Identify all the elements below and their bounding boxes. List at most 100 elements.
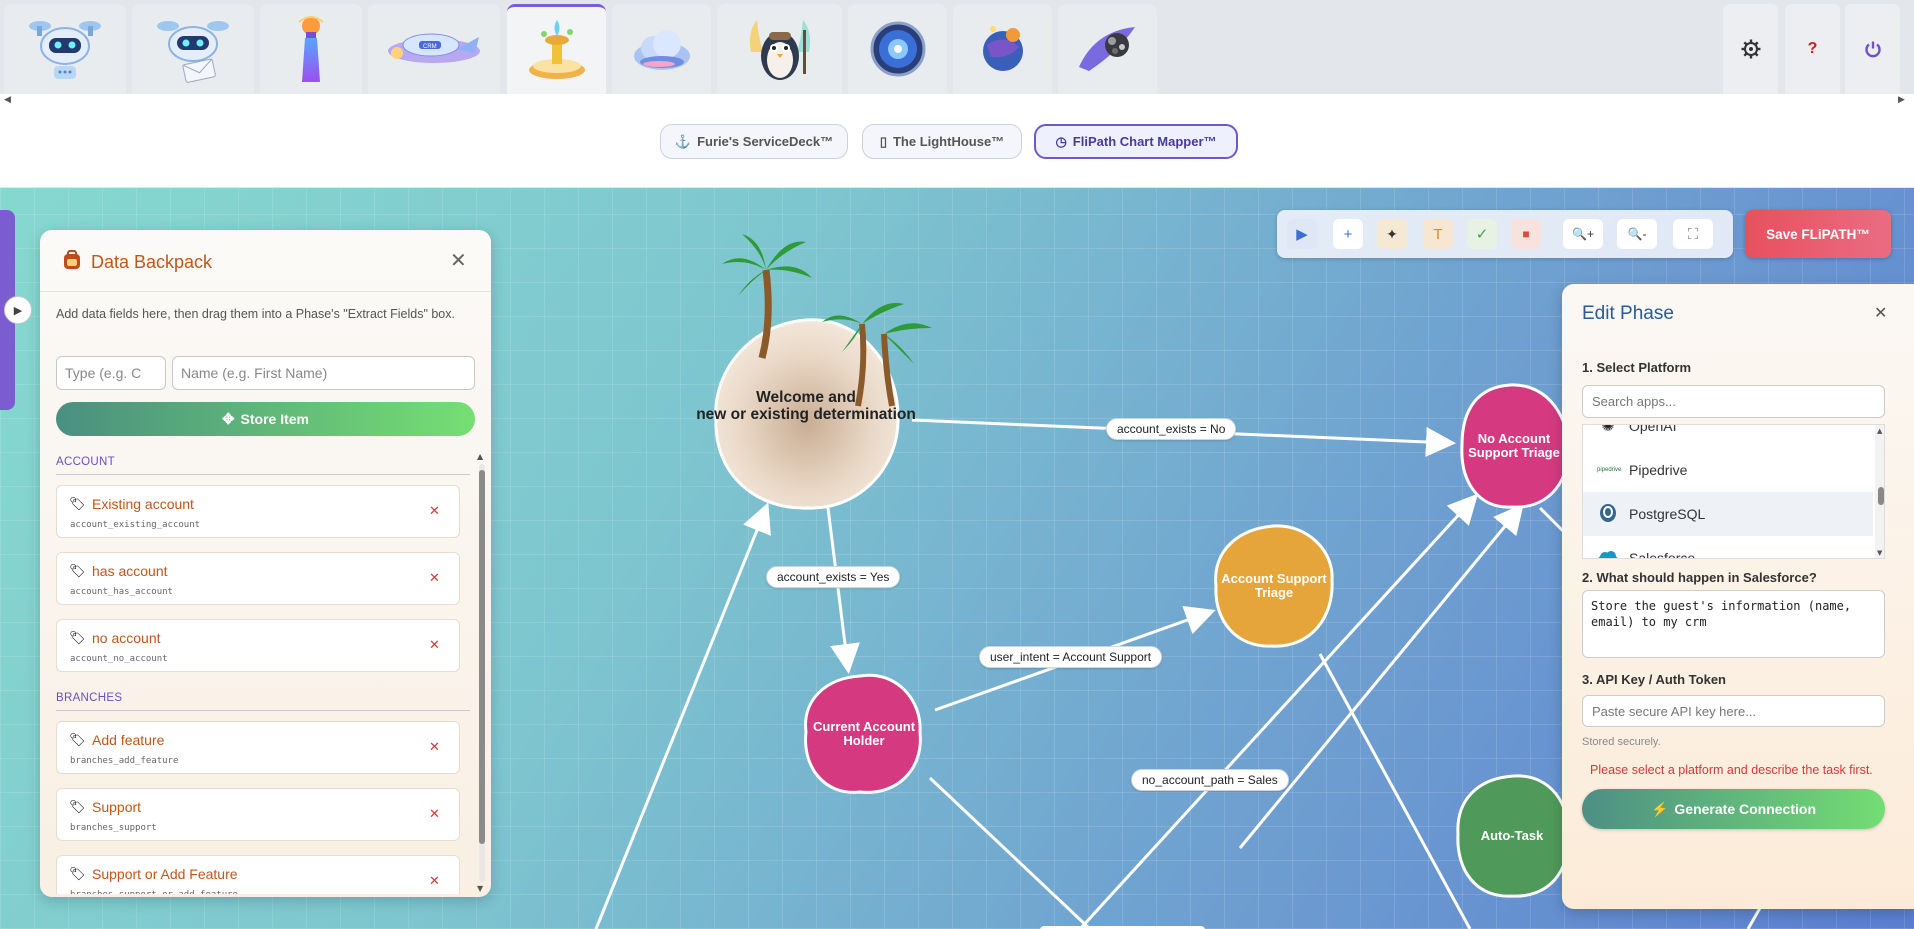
salesforce-cloud-icon	[1598, 551, 1618, 558]
app-search-input[interactable]	[1582, 385, 1885, 418]
backpack-item[interactable]: 🏷 Existing account account_existing_acco…	[56, 485, 460, 538]
product-label: Furie's ServiceDeck™	[697, 134, 834, 149]
backpack-item[interactable]: 🏷 Support branches_support ✕	[56, 788, 460, 841]
delete-icon[interactable]: ✕	[429, 638, 440, 653]
robot-drone-chat-icon	[28, 12, 102, 86]
node-welcome-label: Welcome and new or existing determinatio…	[696, 388, 916, 423]
delete-icon[interactable]: ✕	[429, 504, 440, 519]
scroll-left-icon[interactable]: ◀	[4, 95, 11, 105]
app-tab-penguin[interactable]	[717, 4, 842, 94]
platform-label: PostgreSQL	[1629, 506, 1706, 522]
backpack-scrollbar[interactable]: ▲ ▼	[477, 452, 487, 894]
backpack-item[interactable]: 🏷 has account account_has_account ✕	[56, 552, 460, 605]
type-input[interactable]	[56, 356, 166, 390]
data-backpack-panel: Data Backpack ✕ Add data fields here, th…	[40, 230, 491, 897]
scroll-right-icon[interactable]: ▶	[1898, 95, 1905, 105]
delete-icon[interactable]: ✕	[429, 874, 440, 889]
scroll-down-icon[interactable]: ▼	[1877, 549, 1883, 557]
help-button[interactable]: ?	[1785, 4, 1840, 94]
item-key: account_has_account	[70, 587, 173, 597]
app-tab-planet[interactable]	[953, 4, 1052, 94]
name-input[interactable]	[172, 356, 475, 390]
canvas-toolbar: ▶ + ✦ T ✓ ■ 🔍+ 🔍- ⛶	[1277, 210, 1733, 258]
zoom-in-button[interactable]: 🔍+	[1563, 219, 1603, 249]
item-label: has account	[92, 563, 168, 579]
scroll-down-icon[interactable]: ▼	[477, 884, 484, 893]
platform-item-pipedrive[interactable]: pipedrive Pipedrive	[1583, 448, 1873, 492]
delete-icon[interactable]: ✕	[429, 571, 440, 586]
delete-icon[interactable]: ✕	[429, 807, 440, 822]
save-flipath-button[interactable]: Save FLiPATH™	[1745, 210, 1891, 258]
generate-connection-button[interactable]: ⚡ Generate Connection	[1582, 789, 1885, 829]
platform-item-salesforce[interactable]: Salesforce	[1583, 536, 1873, 558]
sidebar-toggle-button[interactable]: ▶	[4, 296, 32, 324]
backpack-item[interactable]: 🏷 Support or Add Feature branches_suppor…	[56, 855, 460, 894]
magic-button[interactable]: ✦	[1377, 219, 1407, 249]
delete-icon[interactable]: ✕	[429, 740, 440, 755]
edit-phase-close-button[interactable]: ✕	[1874, 303, 1888, 322]
api-key-input[interactable]	[1582, 695, 1885, 727]
platform-list[interactable]: ✺ OpenAI pipedrive Pipedrive PostgreSQL …	[1582, 424, 1885, 559]
backpack-item[interactable]: 🏷 Add feature branches_add_feature ✕	[56, 721, 460, 774]
flow-canvas[interactable]: Welcome and new or existing determinatio…	[0, 188, 1914, 929]
app-tab-lighthouse[interactable]	[260, 4, 362, 94]
check-button[interactable]: ✓	[1467, 219, 1497, 249]
text-tool-button[interactable]: T	[1423, 219, 1453, 249]
fit-view-button[interactable]: ⛶	[1673, 219, 1713, 249]
zoom-out-button[interactable]: 🔍-	[1617, 219, 1657, 249]
node-no-account-support[interactable]: No Account Support Triage	[1458, 381, 1570, 511]
edge-label-account-exists-yes[interactable]: account_exists = Yes	[766, 566, 901, 588]
backpack-title: Data Backpack	[91, 252, 213, 272]
product-lighthouse-button[interactable]: ▯ The LightHouse™	[862, 124, 1022, 159]
stop-button[interactable]: ■	[1511, 219, 1541, 249]
power-button[interactable]	[1845, 4, 1900, 94]
edge-label-no-account-path[interactable]: no_account_path = Sales	[1131, 769, 1289, 791]
app-tab-galaxy[interactable]	[848, 4, 947, 94]
product-servicedeck-button[interactable]: ⚓ Furie's ServiceDeck™	[660, 124, 848, 159]
add-node-button[interactable]: +	[1333, 219, 1363, 249]
platform-item-postgresql[interactable]: PostgreSQL	[1583, 492, 1873, 536]
app-tab-winged[interactable]	[1058, 4, 1157, 94]
platform-list-scrollbar[interactable]: ▲ ▼	[1875, 425, 1884, 558]
tab-bar-scrollbar[interactable]: ◀ ▶	[0, 94, 1914, 108]
text-icon: T	[1433, 225, 1443, 243]
app-tab-robot-chat[interactable]	[4, 4, 126, 94]
scroll-up-icon[interactable]: ▲	[477, 452, 484, 461]
clock-icon: ◷	[1055, 133, 1067, 149]
settings-button[interactable]	[1723, 4, 1778, 94]
backpack-close-button[interactable]: ✕	[450, 248, 467, 272]
platform-item-openai[interactable]: ✺ OpenAI	[1583, 424, 1873, 448]
play-button[interactable]: ▶	[1287, 219, 1317, 249]
node-account-support[interactable]: Account Support Triage	[1210, 522, 1338, 650]
plus-icon: +	[1343, 225, 1353, 243]
item-key: account_existing_account	[70, 520, 201, 530]
scroll-thumb[interactable]	[479, 470, 485, 844]
edge-label-user-intent[interactable]: user_intent = Account Support	[979, 646, 1163, 668]
app-tab-robot-mail[interactable]	[132, 4, 254, 94]
store-item-button[interactable]: ✥ Store Item	[56, 402, 475, 436]
backpack-item[interactable]: 🏷 no account account_no_account ✕	[56, 619, 460, 672]
scroll-thumb[interactable]	[1878, 487, 1884, 505]
scroll-up-icon[interactable]: ▲	[1877, 427, 1883, 435]
play-icon: ▶	[13, 303, 23, 317]
node-current-holder[interactable]: Current Account Holder	[800, 670, 928, 798]
edge-label-account-exists-no[interactable]: account_exists = No	[1106, 418, 1237, 440]
item-label: no account	[92, 630, 161, 646]
app-tab-island[interactable]	[507, 4, 606, 94]
app-tab-bar: CRM	[0, 0, 1914, 94]
task-description-textarea[interactable]: Store the guest's information (name, ema…	[1582, 590, 1885, 658]
node-welcome[interactable]: Welcome and new or existing determinatio…	[696, 234, 932, 514]
node-current-holder-label: Current Account Holder	[812, 718, 916, 748]
cursor-move-icon: ✥	[221, 411, 235, 428]
app-tab-cloud[interactable]	[612, 4, 711, 94]
edge-welcome-current-holder	[826, 507, 860, 674]
backpack-description: Add data fields here, then drag them int…	[56, 307, 455, 321]
product-flipath-button[interactable]: ◷ FliPath Chart Mapper™	[1034, 124, 1238, 159]
backpack-item-list[interactable]: ACCOUNT 🏷 Existing account account_exist…	[56, 450, 470, 894]
node-auto-task[interactable]: Auto-Task	[1452, 772, 1572, 900]
openai-icon: ✺	[1601, 424, 1615, 435]
fullscreen-icon: ⛶	[1687, 225, 1699, 243]
backpack-header: Data Backpack ✕	[40, 230, 491, 292]
app-tab-crm-airship[interactable]: CRM	[368, 4, 500, 94]
